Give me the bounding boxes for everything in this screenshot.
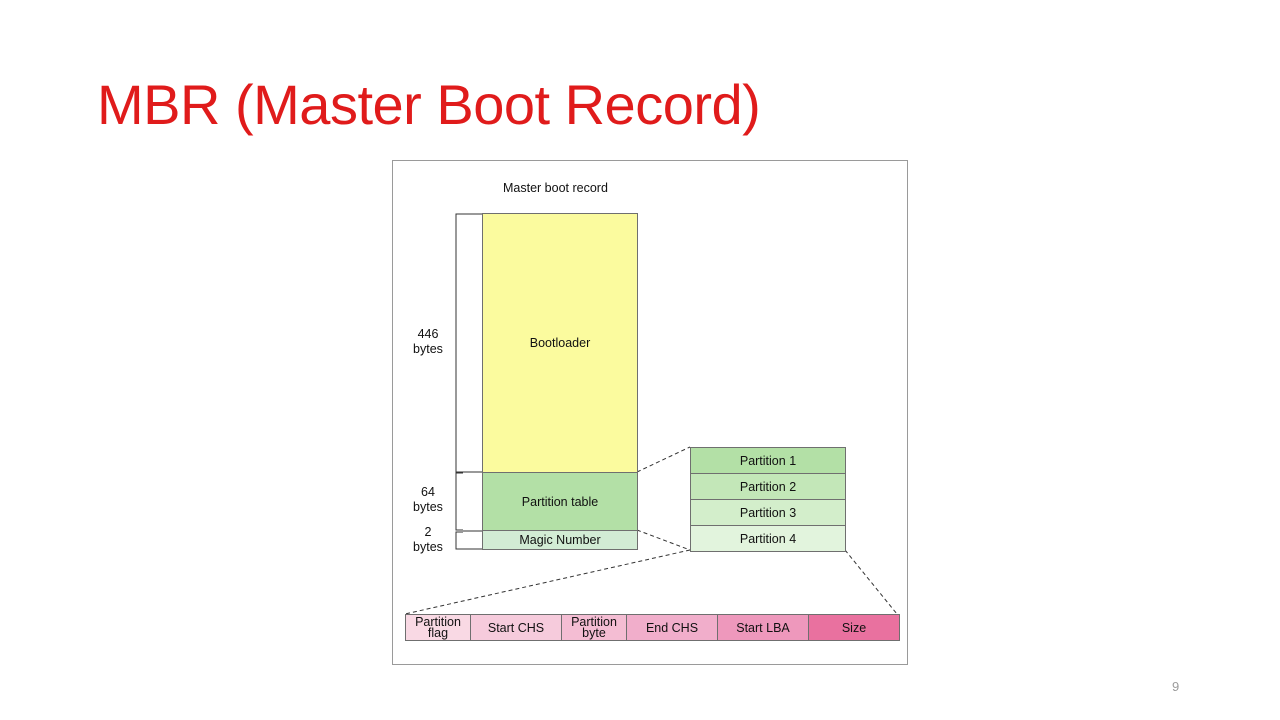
size-value: 2	[424, 525, 432, 539]
partition-label: Partition 4	[739, 531, 797, 546]
entry-field-line2: flag	[427, 626, 449, 640]
entry-field-6: Size	[808, 614, 900, 641]
entry-field-2: Start CHS	[470, 614, 562, 641]
diagram-caption: Master boot record	[503, 181, 608, 195]
size-unit: bytes	[413, 500, 443, 514]
entry-field-5: Start LBA	[717, 614, 809, 641]
entry-field-line1: Partition	[415, 615, 461, 629]
bracket-bootloader	[455, 213, 463, 473]
size-label-partition-table: 64 bytes	[408, 485, 448, 515]
bootloader-block: Bootloader	[482, 213, 638, 473]
mbr-diagram: Master boot record 446 bytes 64 bytes 2 …	[392, 160, 908, 665]
size-label-bootloader: 446 bytes	[408, 327, 448, 357]
entry-field-line1: Size	[841, 620, 867, 635]
magic-number-block: Magic Number	[482, 530, 638, 550]
zoom-line-entry-left	[404, 549, 691, 615]
entry-field-4: End CHS	[626, 614, 718, 641]
size-unit: bytes	[413, 540, 443, 554]
bootloader-label: Bootloader	[529, 336, 591, 350]
magic-number-label: Magic Number	[519, 533, 601, 547]
partition-1: Partition 1	[690, 447, 846, 474]
zoom-line-bottom	[636, 529, 691, 551]
partition-3: Partition 3	[690, 499, 846, 526]
partition-label: Partition 1	[739, 453, 797, 468]
partition-4: Partition 4	[690, 525, 846, 552]
partition-label: Partition 2	[739, 479, 797, 494]
entry-field-line1: Start LBA	[736, 620, 790, 635]
zoom-line-entry-right	[844, 549, 898, 615]
entry-field-line1: Start CHS	[487, 620, 545, 635]
size-value: 64	[421, 485, 435, 499]
size-value: 446	[417, 327, 439, 341]
entry-field-line1: End CHS	[645, 620, 699, 635]
partition-table-label: Partition table	[521, 494, 599, 509]
zoom-line-top	[636, 446, 691, 473]
entry-field-line2: byte	[582, 626, 606, 640]
diagram-connectors	[404, 213, 898, 615]
entry-field-line1: Partition	[571, 615, 617, 629]
slide-title: MBR (Master Boot Record)	[97, 73, 761, 136]
size-label-magic-number: 2 bytes	[408, 525, 448, 555]
partition-table-block: Partition table	[482, 472, 638, 531]
partition-2: Partition 2	[690, 473, 846, 500]
page-number: 9	[1172, 679, 1180, 694]
partition-label: Partition 3	[739, 505, 797, 520]
bracket-partition-table	[455, 472, 463, 531]
size-unit: bytes	[413, 342, 443, 356]
bracket-magic-number	[455, 531, 463, 550]
